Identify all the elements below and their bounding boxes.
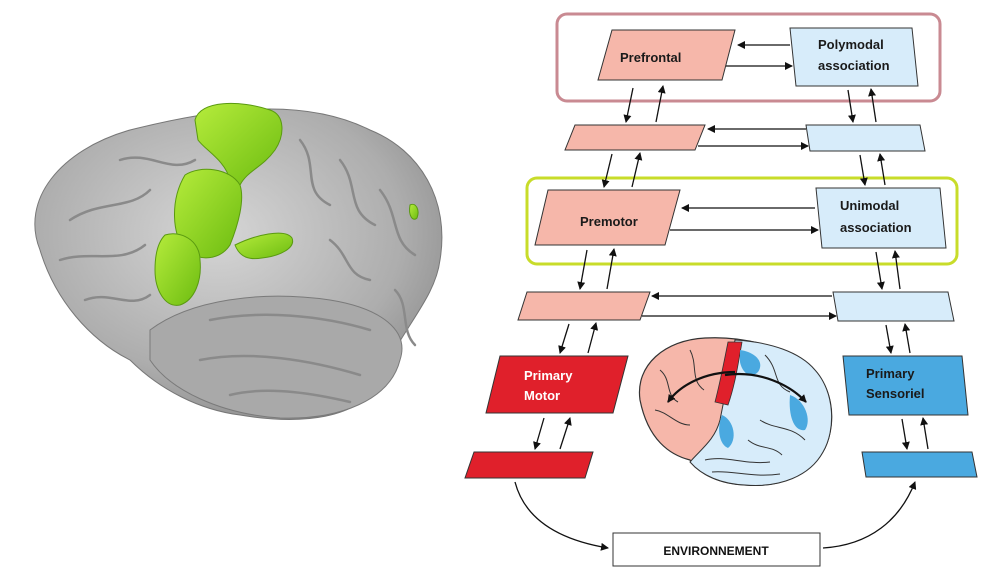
unimodal-association-box bbox=[815, 187, 947, 249]
environment-box bbox=[612, 532, 821, 567]
motor-intermediate-box-2 bbox=[517, 291, 651, 321]
activation-region bbox=[154, 102, 419, 306]
environment-label: ENVIRONNEMENT bbox=[663, 544, 769, 558]
polymodal-label-line2: association bbox=[818, 58, 890, 73]
sensory-intermediate-box-2 bbox=[832, 291, 955, 322]
unimodal-label-line2: association bbox=[840, 220, 912, 235]
primary-motor-label-line2: Motor bbox=[524, 388, 560, 403]
brain-3d-render-icon bbox=[34, 102, 443, 420]
primary-sensory-box bbox=[842, 355, 969, 416]
primary-motor-box bbox=[485, 355, 629, 414]
primary-sensory-label-line2: Sensoriel bbox=[866, 386, 925, 401]
sensory-intermediate-box-1 bbox=[805, 124, 926, 152]
primary-motor-label-line1: Primary bbox=[524, 368, 573, 383]
brain-lateral-schematic-icon bbox=[638, 337, 833, 487]
prefrontal-label: Prefrontal bbox=[620, 50, 681, 65]
unimodal-label-line1: Unimodal bbox=[840, 198, 899, 213]
unimodal-frame bbox=[525, 176, 959, 266]
polymodal-label-line1: Polymodal bbox=[818, 37, 884, 52]
polymodal-association-box bbox=[789, 27, 919, 87]
motor-output-box bbox=[464, 451, 594, 479]
premotor-label: Premotor bbox=[580, 214, 638, 229]
premotor-box bbox=[534, 189, 681, 246]
sensory-output-box bbox=[861, 451, 978, 478]
primary-sensory-label-line1: Primary bbox=[866, 366, 915, 381]
connection-arrows bbox=[514, 41, 929, 551]
prefrontal-box bbox=[597, 29, 736, 81]
motor-intermediate-box-1 bbox=[564, 124, 706, 151]
polymodal-frame bbox=[555, 12, 942, 103]
